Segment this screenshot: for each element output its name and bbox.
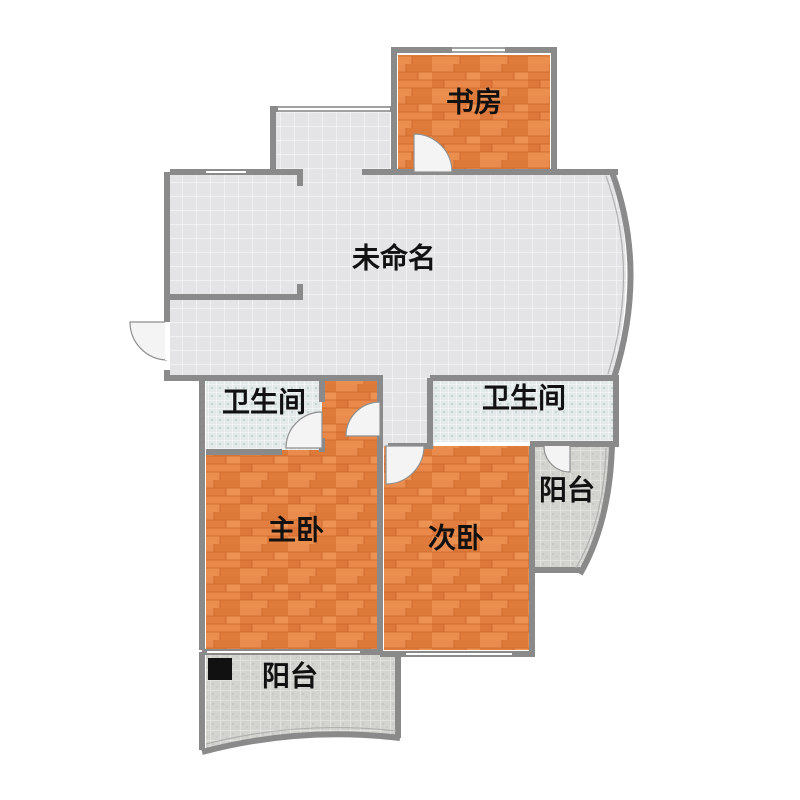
study-door — [413, 133, 453, 173]
structural-column — [208, 658, 232, 680]
master-bedroom-floor — [206, 380, 378, 650]
room-label-bathroom-left: 卫生间 — [222, 386, 306, 419]
corridor-floor — [382, 376, 434, 448]
room-label-second-bedroom: 次卧 — [428, 522, 484, 555]
room-label-master-bedroom: 主卧 — [268, 514, 324, 547]
doors — [129, 133, 571, 485]
room-label-balcony-right: 阳台 — [539, 474, 595, 507]
room-label-main-area: 未命名 — [352, 242, 436, 275]
bathroom-right-floor — [434, 380, 614, 442]
curved-window-living — [617, 175, 638, 375]
bathroom-left-door — [285, 411, 323, 449]
balcony-bottom-floor — [206, 654, 396, 750]
room-label-study: 书房 — [446, 86, 502, 119]
living-floor — [170, 172, 626, 378]
balcony-right-floor — [534, 446, 610, 572]
north-balcony-floor — [276, 112, 390, 174]
second-bedroom-floor — [384, 446, 530, 650]
room-label-bathroom-right: 卫生间 — [482, 382, 566, 415]
master-bedroom-door — [345, 401, 381, 437]
room-label-balcony-bottom: 阳台 — [262, 660, 318, 693]
entrance-door — [129, 321, 168, 361]
windows — [206, 49, 512, 655]
curved-wall-balcony-right — [577, 443, 615, 576]
curved-wall-balcony-bottom — [201, 731, 401, 755]
curved-wall-living — [609, 170, 634, 379]
second-bedroom-door — [385, 445, 425, 485]
balcony-right-door — [543, 445, 571, 473]
